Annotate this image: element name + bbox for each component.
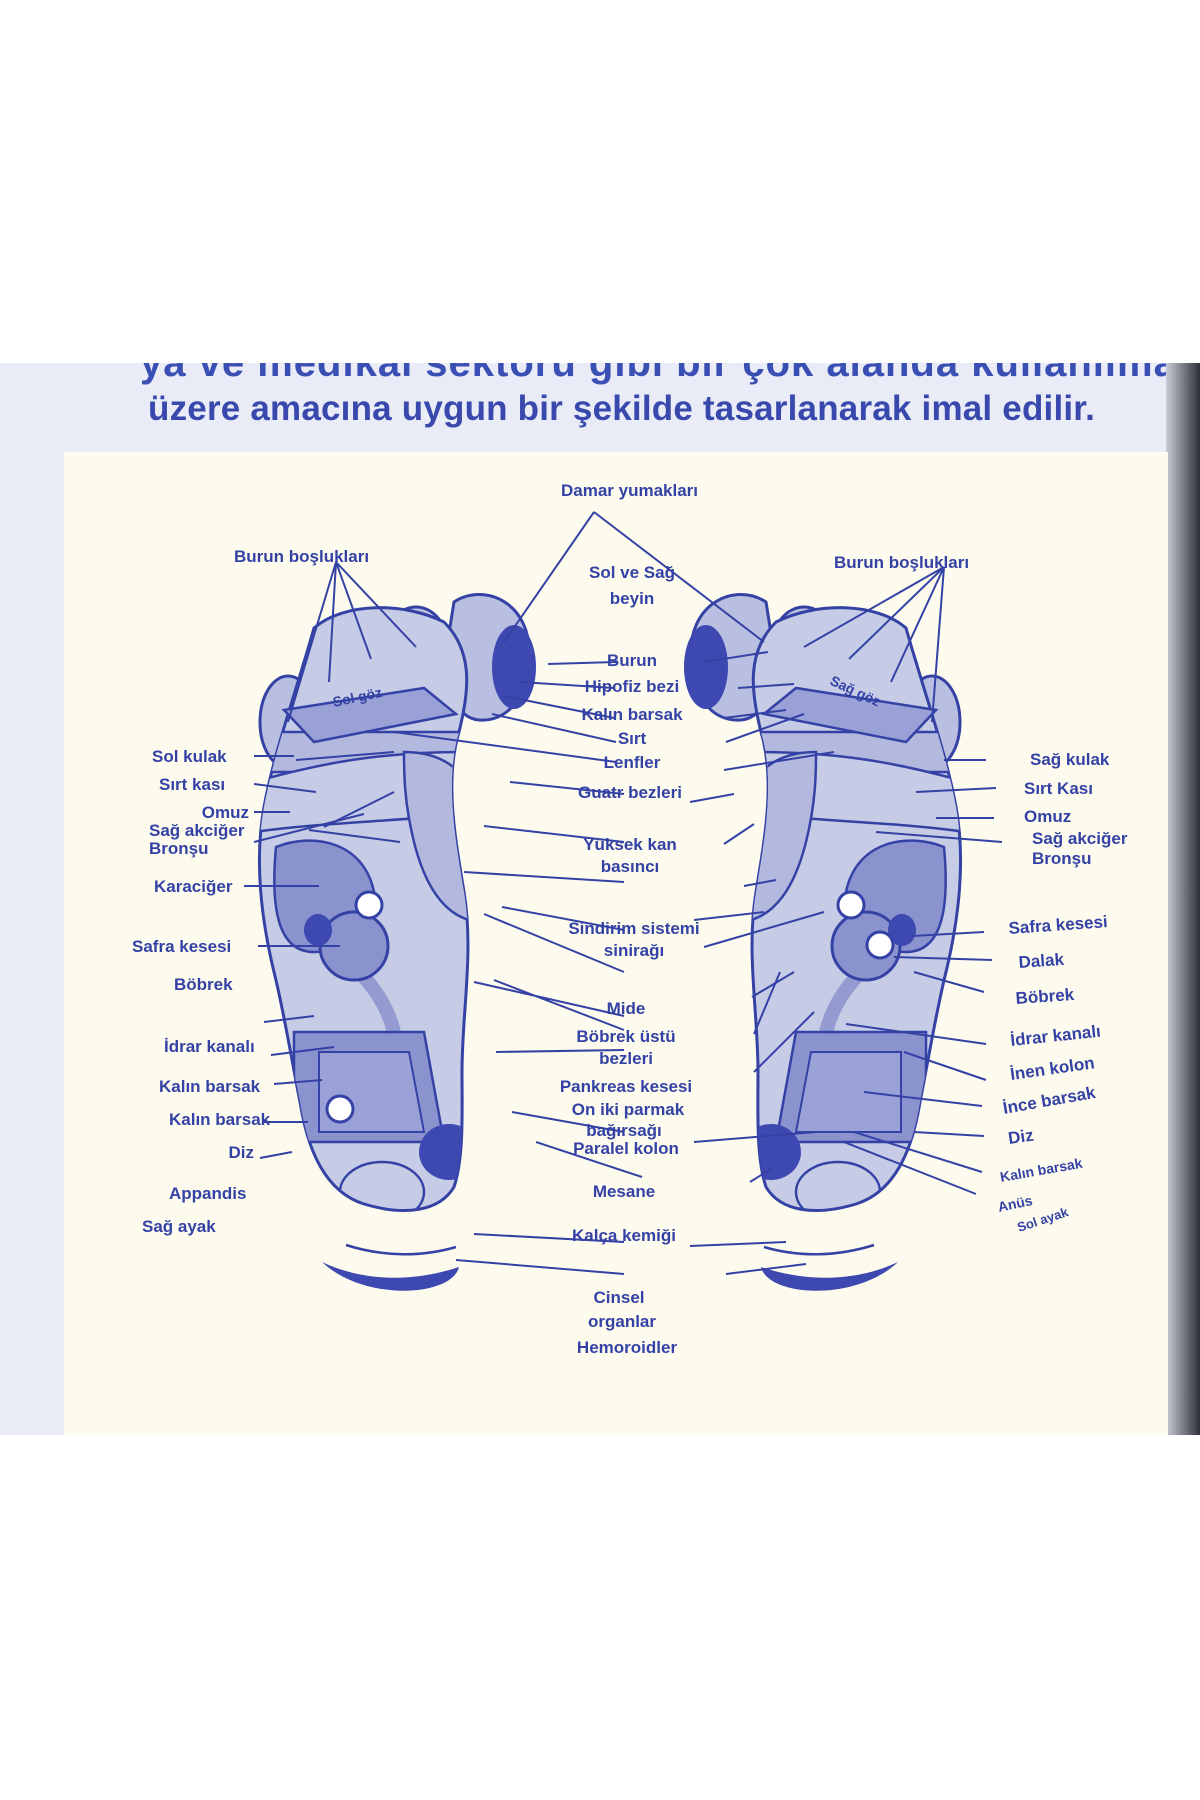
left-gallbladder-zone	[888, 914, 916, 946]
center_labels-10: Sindirim sistemi	[568, 919, 699, 938]
center_labels-19: Mesane	[593, 1182, 655, 1201]
left_foot_labels-5: Bronşu	[1032, 849, 1092, 868]
left_foot_labels-0: Burun boşlukları	[834, 553, 969, 572]
center_labels-14: bezleri	[599, 1049, 653, 1068]
center_labels-1: beyin	[610, 589, 654, 608]
right_foot_labels-9: İdrar kanalı	[164, 1037, 255, 1056]
left-eye-zone	[761, 686, 939, 744]
left_foot_labels-2: Sırt Kası	[1024, 779, 1093, 798]
cut-off-text-line: ya ve medikal sektörü gibi bir çok aland…	[140, 363, 1200, 385]
center_labels-9: basıncı	[601, 857, 660, 876]
left-marker-1	[836, 890, 866, 920]
right_foot_labels-6: Karaciğer	[154, 877, 233, 896]
center_labels-4: Kalın barsak	[581, 705, 683, 724]
right_foot_labels-3: Omuz	[202, 803, 249, 822]
left_foot_labels-14: Anüs	[996, 1192, 1034, 1215]
right_foot_labels-13: Appandis	[169, 1184, 246, 1203]
dark-edge	[1166, 363, 1200, 1435]
left-toe-dark-zone	[684, 625, 728, 709]
center_labels-8: Yüksek kan	[583, 835, 677, 854]
right-gallbladder-zone	[304, 914, 332, 946]
left_foot_labels-7: Dalak	[1018, 950, 1065, 972]
label-layer: Damar yumakları Sağ ayak Sol ayak Burun …	[132, 481, 1128, 1357]
left_foot_labels-9: İdrar kanalı	[1009, 1022, 1101, 1050]
right-eye-zone	[281, 686, 459, 744]
center_labels-13: Böbrek üstü	[576, 1027, 675, 1046]
center_labels-20: Kalça kemiği	[572, 1226, 676, 1245]
left_foot_labels-13: Kalın barsak	[999, 1155, 1084, 1185]
center_labels-15: Pankreas kesesi	[560, 1077, 692, 1096]
center_labels-12: Mide	[607, 999, 646, 1018]
right-marker-1	[354, 890, 384, 920]
left-foot-drawing: Sağ göz	[684, 593, 963, 1291]
center_labels-17: bağırsağı	[586, 1121, 662, 1140]
center_labels-2: Burun	[607, 651, 657, 670]
label-damar-yumaklari: Damar yumakları	[561, 481, 698, 500]
leader-lines	[244, 511, 1003, 1275]
center_labels-3: Hipofiz bezi	[585, 677, 679, 696]
right_foot_labels-4: Sağ akciğer	[149, 821, 245, 840]
right-marker-2	[325, 1094, 355, 1124]
left_foot_labels-10: İnen kolon	[1009, 1053, 1096, 1084]
right_foot_labels-2: Sırt kası	[159, 775, 225, 794]
photo-region: ya ve medikal sektörü gibi bir çok aland…	[0, 363, 1200, 1435]
right_foot_labels-7: Safra kesesi	[132, 937, 231, 956]
right_foot_labels-12: Diz	[229, 1143, 255, 1162]
right-foot-drawing: Sol göz	[257, 593, 536, 1291]
left-hemorrhoid-zone	[761, 1262, 898, 1291]
left_foot_labels-4: Sağ akciğer	[1032, 829, 1128, 848]
left-marker-2	[865, 930, 895, 960]
right-hemorrhoid-zone	[322, 1262, 459, 1291]
reflexology-diagram: Sol göz	[132, 481, 1128, 1357]
center_labels-16: On iki parmak	[572, 1100, 685, 1119]
left_foot_labels-6: Safra kesesi	[1008, 912, 1108, 938]
center_labels-23: Hemoroidler	[577, 1338, 678, 1357]
headline: üzere amacına uygun bir şekilde tasarlan…	[148, 389, 1096, 428]
center_labels-22: organlar	[588, 1312, 656, 1331]
center_labels-21: Cinsel	[593, 1288, 644, 1307]
right_foot_labels-11: Kalın barsak	[169, 1110, 271, 1129]
center_labels-7: Guatr bezleri	[578, 783, 682, 802]
center_labels-11: sinirağı	[604, 941, 664, 960]
right-toe-dark-zone	[492, 625, 536, 709]
center_labels-5: Sırt	[618, 729, 647, 748]
center_labels-0: Sol ve Sağ	[589, 563, 675, 582]
right_foot_labels-1: Sol kulak	[152, 747, 227, 766]
reflexology-chart-card: Sol göz	[64, 452, 1168, 1435]
left_foot_labels-1: Sağ kulak	[1030, 750, 1110, 769]
right_foot_labels-5: Bronşu	[149, 839, 209, 858]
right_foot_labels-10: Kalın barsak	[159, 1077, 261, 1096]
caption-sag-ayak: Sağ ayak	[142, 1217, 216, 1236]
center_labels-6: Lenfler	[604, 753, 661, 772]
center_labels-18: Paralel kolon	[573, 1139, 679, 1158]
left_foot_labels-11: İnce barsak	[1001, 1083, 1097, 1118]
right_foot_labels-0: Burun boşlukları	[234, 547, 369, 566]
left_foot_labels-8: Böbrek	[1015, 985, 1075, 1008]
left_foot_labels-3: Omuz	[1024, 807, 1071, 826]
left_foot_labels-12: Diz	[1007, 1126, 1035, 1148]
right_foot_labels-8: Böbrek	[174, 975, 233, 994]
